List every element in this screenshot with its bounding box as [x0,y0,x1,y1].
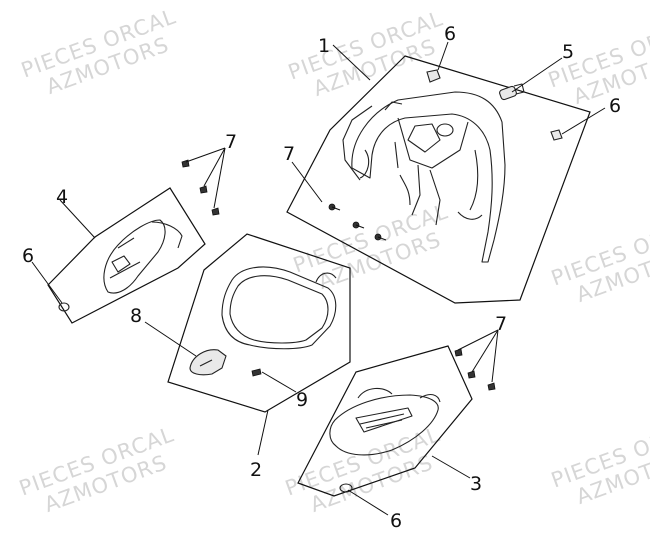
left-indicator-part-4 [103,219,183,294]
callout-7-panel-1: 7 [283,143,295,165]
nut-part-6-right [550,129,563,141]
callout-3: 3 [470,473,482,495]
rear-housing-part [342,91,506,263]
headlight-lens-part-2 [221,266,337,350]
bulb-part-8 [189,349,227,376]
callout-1: 1 [318,35,330,57]
callout-7-panel-3: 7 [495,313,507,335]
panel-part-1 [286,55,591,304]
callout-6-left: 6 [22,245,34,267]
panel-part-2 [167,233,351,413]
right-indicator-part-3 [329,387,441,456]
panel-part-3 [297,345,473,497]
bulb-part-5 [499,83,525,101]
callout-9: 9 [296,389,308,411]
callout-2: 2 [250,459,262,481]
callout-4: 4 [56,186,68,208]
nut-part-6-bottom [339,483,353,493]
panel-part-4 [47,187,206,324]
callout-6-right: 6 [609,95,621,117]
callout-8: 8 [130,305,142,327]
callout-6-top: 6 [444,23,456,45]
screws-part-7-panel-1 [328,203,387,241]
callout-7-panel-4: 7 [225,131,237,153]
screws-part-7-panel-4 [181,159,220,216]
nut-part-6-left [58,302,70,312]
callout-5: 5 [562,41,574,63]
screws-part-7-panel-3 [454,348,496,391]
nut-part-6-top [426,69,441,83]
callout-6-bottom: 6 [390,510,402,532]
screw-part-9 [251,368,262,377]
leader-lines [31,41,606,516]
callout-labels: 1 6 5 6 7 7 4 6 8 9 2 7 3 6 [22,23,621,532]
